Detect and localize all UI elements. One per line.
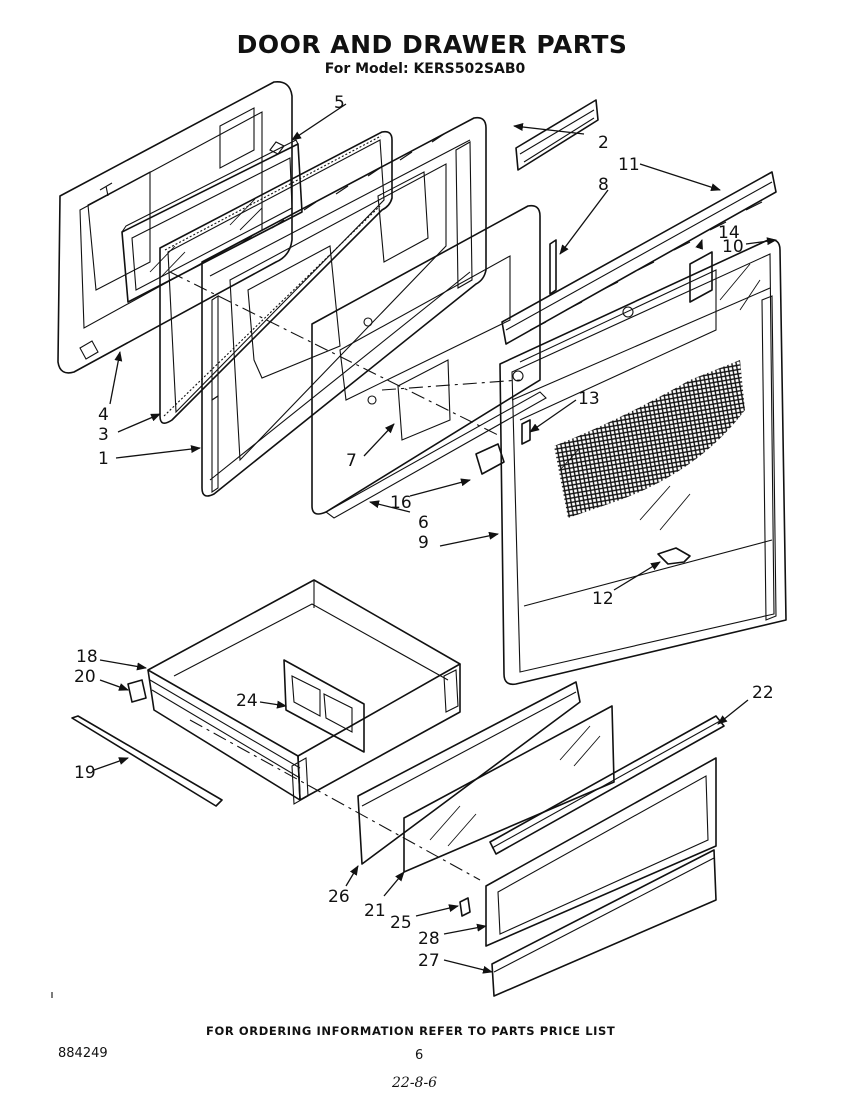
label-part-8: 8	[598, 175, 609, 195]
inner-glass-frame	[121, 139, 303, 303]
drawer-glass-panel	[403, 705, 615, 873]
label-part-1: 1	[98, 449, 109, 469]
drawer-slide-rail	[71, 715, 223, 807]
drawer-clip	[459, 897, 471, 917]
drawer-back-bracket	[283, 659, 365, 753]
label-part-9: 9	[418, 533, 429, 553]
label-part-16: 16	[390, 493, 412, 513]
drawer-box	[147, 579, 461, 805]
drawer-front-panel	[485, 757, 717, 947]
label-part-26: 26	[328, 887, 350, 907]
label-part-20: 20	[74, 667, 96, 687]
label-part-5: 5	[334, 93, 345, 113]
door-top-trim	[515, 99, 599, 171]
model-subtitle: For Model: KERS502SAB0	[324, 61, 526, 77]
label-part-25: 25	[390, 913, 412, 933]
label-part-11: 11	[618, 155, 640, 175]
leader-arrows	[93, 103, 777, 974]
label-part-18: 18	[76, 647, 98, 667]
page-number: 6	[415, 1048, 424, 1063]
document-number: 884249	[58, 1046, 108, 1061]
inner-door-liner	[201, 116, 487, 497]
label-part-27: 27	[418, 951, 440, 971]
label-part-28: 28	[418, 929, 440, 949]
drawer-roller	[127, 679, 147, 703]
handwritten-date: 22-8-6	[392, 1075, 438, 1091]
label-part-10: 10	[722, 237, 744, 257]
door-brackets	[475, 251, 713, 475]
heat-shield	[311, 204, 547, 519]
label-part-7: 7	[346, 451, 357, 471]
label-part-24: 24	[236, 691, 258, 711]
door-gasket	[159, 130, 393, 424]
page-title: DOOR AND DRAWER PARTS	[236, 30, 628, 59]
label-part-4: 4	[98, 405, 109, 425]
drawer-bottom-trim	[491, 849, 717, 997]
label-part-6: 6	[418, 513, 429, 533]
door-handle-clip	[657, 547, 691, 565]
label-part-19: 19	[74, 763, 96, 783]
outer-door-glass-panel	[499, 238, 787, 686]
drawer-top-trim	[489, 715, 725, 855]
label-part-2: 2	[598, 133, 609, 153]
label-part-21: 21	[364, 901, 386, 921]
door-hinge-rod	[549, 239, 557, 295]
label-part-22: 22	[752, 683, 774, 703]
label-part-13: 13	[578, 389, 600, 409]
label-part-3: 3	[98, 425, 109, 445]
label-part-14: 14	[718, 223, 740, 243]
drawer-front-liner	[357, 681, 581, 865]
assembly-centerlines	[169, 271, 521, 881]
ordering-info-note: FOR ORDERING INFORMATION REFER TO PARTS …	[206, 1024, 616, 1038]
door-vent-trim	[501, 171, 777, 345]
label-part-12: 12	[592, 589, 614, 609]
